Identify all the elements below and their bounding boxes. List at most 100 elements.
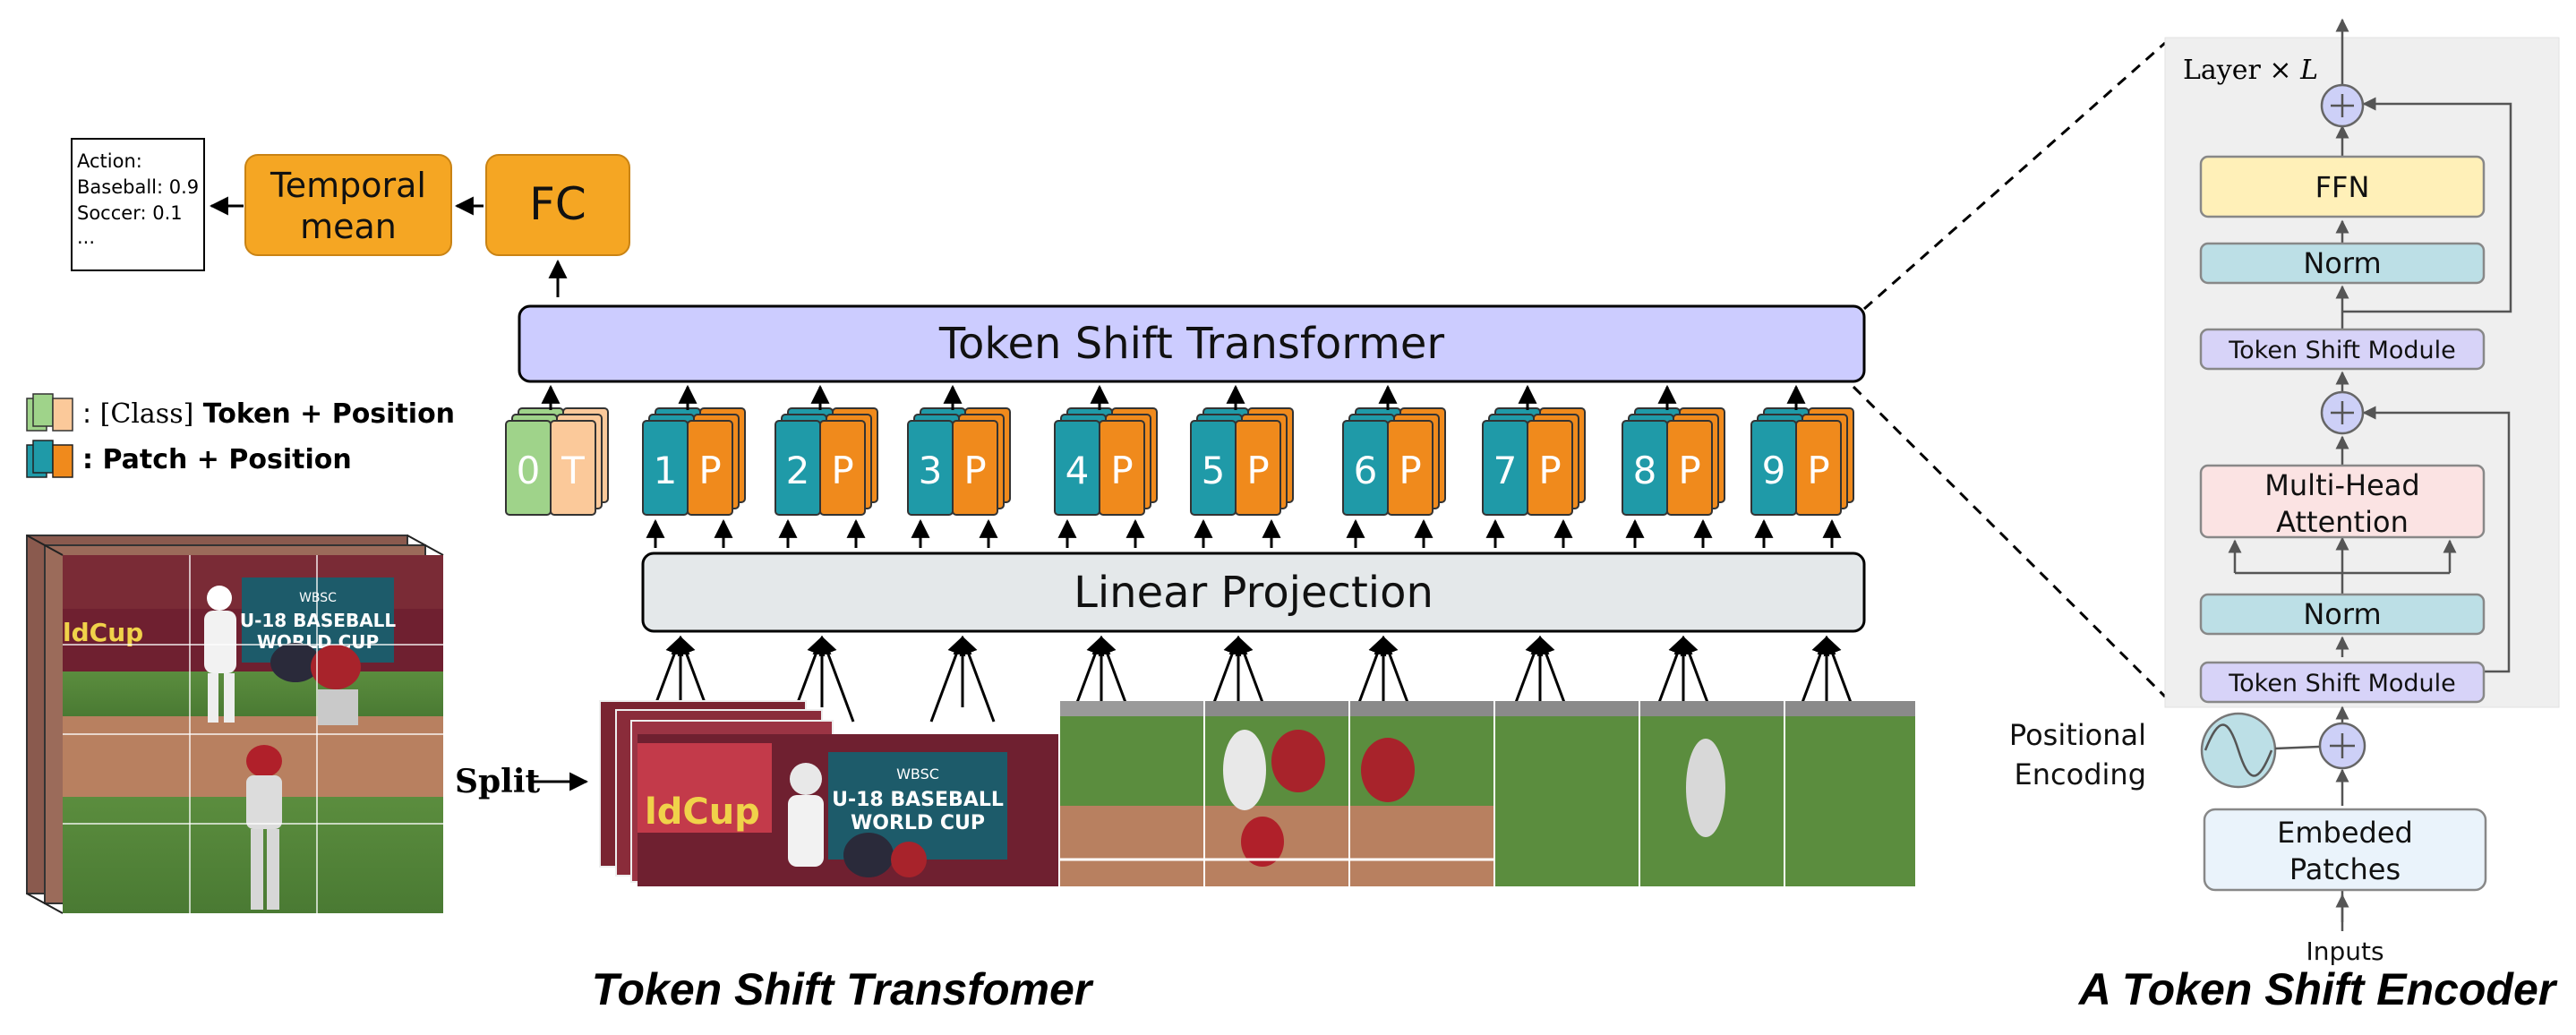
patch-token-number: 2	[786, 449, 810, 492]
legend-class-prefix: :	[82, 398, 100, 430]
legend: : [Class] Token + Position : Patch + Pos…	[26, 393, 455, 478]
patch-token-number: 1	[654, 449, 678, 492]
split-label: Split	[455, 763, 541, 800]
embedded-line-1: Embeded	[2277, 816, 2413, 850]
mha-line-2: Attention	[2276, 505, 2409, 539]
arrow-patch-to-projection	[818, 636, 855, 723]
linear-projection-box: Linear Projection	[641, 552, 1866, 633]
patch-token-letter: P	[1399, 449, 1421, 492]
video-frame: WBSC U-18 BASEBALL WORLD CUP ldCup	[63, 555, 443, 913]
transformer-label: Token Shift Transformer	[938, 319, 1444, 369]
patch-strip: ldCup WBSC U-18 BASEBALL WORLD CUP	[599, 700, 1915, 886]
patch-token-number: 9	[1762, 449, 1786, 492]
patch-sign-world-1: U-18 BASEBALL	[832, 789, 1004, 811]
patch-token-number: 8	[1633, 449, 1657, 492]
patch-image-front: ldCup WBSC U-18 BASEBALL WORLD CUP	[638, 734, 1058, 886]
fc-label: FC	[529, 178, 586, 230]
tsm-bottom-label: Token Shift Module	[2228, 670, 2456, 697]
pos-enc-connector	[2274, 745, 2320, 750]
patch-sign-left: ldCup	[645, 791, 760, 833]
output-line-3: Soccer: 0.1	[77, 202, 183, 224]
encoder-panel: Layer × L	[2164, 18, 2560, 931]
patch-token-letter: P	[963, 449, 986, 492]
output-line-4: ...	[77, 227, 95, 248]
patch-token-letter: P	[831, 449, 853, 492]
legend-class-rest: Token + Position	[193, 398, 455, 430]
patch-token-number: 5	[1202, 449, 1226, 492]
patch-token-letter: P	[698, 449, 721, 492]
arrow-patch-to-projection	[959, 636, 996, 723]
patch-sign-wbsc: WBSC	[896, 766, 939, 783]
embedded-patches-box: Embeded Patches	[2203, 808, 2487, 892]
patch-token-letter: P	[1678, 449, 1700, 492]
patch-arrows	[647, 635, 1860, 723]
patch-token-letter: P	[1246, 449, 1269, 492]
sign-world-1: U-18 BASEBALL	[240, 610, 397, 631]
temporal-mean-line-1: Temporal	[270, 166, 426, 205]
legend-patch-icon	[26, 440, 73, 478]
sign-wbsc: WBSC	[299, 591, 337, 605]
norm-bottom-box: Norm	[2199, 593, 2486, 636]
add-node-middle	[2320, 390, 2365, 435]
sign-left: ldCup	[63, 618, 143, 647]
tsm-bottom-box: Token Shift Module	[2199, 661, 2486, 704]
video-clip: WBSC U-18 BASEBALL WORLD CUP ldCup	[26, 535, 444, 914]
caption-right: A Token Shift Encoder	[2077, 964, 2558, 1014]
add-node-positional	[2318, 722, 2366, 770]
output-box: Action: Baseball: 0.9 Soccer: 0.1 ...	[71, 138, 205, 271]
arrow-patch-to-projection	[929, 636, 966, 723]
patch-token-number: 4	[1065, 449, 1090, 492]
sine-wave-icon	[2200, 712, 2277, 789]
class-token-number: 0	[517, 449, 541, 492]
legend-patch-label: : Patch + Position	[82, 444, 352, 475]
norm-top-box: Norm	[2199, 242, 2486, 285]
legend-class-icon	[26, 393, 73, 432]
norm-bottom-label: Norm	[2303, 597, 2381, 631]
output-line-2: Baseball: 0.9	[77, 176, 199, 198]
pos-enc-line-1: Positional	[2009, 718, 2146, 752]
svg-text:: [Class] Token + Position: : [Class] Token + Position	[82, 398, 455, 430]
ffn-box: FFN	[2199, 155, 2486, 218]
pos-enc-line-2: Encoding	[2015, 757, 2146, 791]
temporal-mean-box: Temporal mean	[244, 154, 452, 256]
patch-sign-world-2: WORLD CUP	[851, 812, 985, 834]
tsm-top-label: Token Shift Module	[2228, 337, 2456, 364]
embedded-line-2: Patches	[2289, 852, 2401, 886]
temporal-mean-line-2: mean	[300, 207, 397, 246]
patch-token-letter: P	[1807, 449, 1829, 492]
ffn-label: FFN	[2315, 170, 2370, 204]
zoom-line-top	[1863, 41, 2166, 311]
layer-times-l: Layer × L	[2183, 55, 2318, 86]
class-token-letter: T	[561, 449, 585, 492]
zoom-line-bottom	[1852, 385, 2167, 698]
patch-token-number: 7	[1493, 449, 1518, 492]
norm-top-label: Norm	[2303, 246, 2381, 280]
linear-projection-label: Linear Projection	[1074, 568, 1433, 618]
output-line-1: Action:	[77, 150, 142, 172]
patch-token-number: 3	[919, 449, 943, 492]
mha-box: Multi-Head Attention	[2199, 464, 2486, 539]
patch-token-letter: P	[1110, 449, 1133, 492]
inputs-label: Inputs	[2306, 937, 2383, 966]
caption-left: Token Shift Transfomer	[592, 964, 1094, 1014]
token-shift-transformer-box: Token Shift Transformer	[518, 304, 1866, 383]
patch-token-letter: P	[1538, 449, 1561, 492]
fc-box: FC	[485, 154, 630, 256]
sign-world-2: WORLD CUP	[257, 631, 379, 653]
mha-line-1: Multi-Head	[2264, 468, 2419, 502]
patch-token-number: 6	[1354, 449, 1378, 492]
legend-class-bracket: [Class]	[100, 398, 194, 430]
tsm-top-box: Token Shift Module	[2199, 328, 2486, 371]
add-node-top	[2320, 83, 2365, 128]
